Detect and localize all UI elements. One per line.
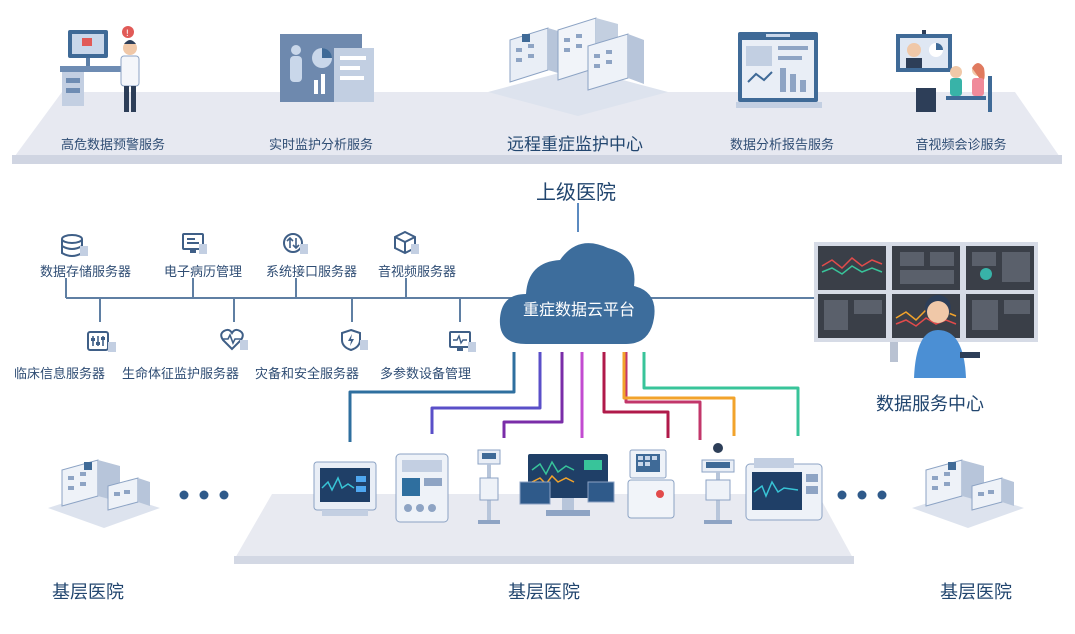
base-hospital-left-icon (48, 459, 160, 528)
report-screen-icon (736, 32, 822, 108)
ellipsis-dots-left (179, 490, 229, 500)
medical-record-monitor-icon (182, 233, 207, 254)
server-bottom-label-3: 多参数设备管理 (380, 367, 472, 382)
base-hospital-label-0: 基层医院 (52, 582, 124, 603)
top-service-label-1: 实时监护分析服务 (268, 138, 373, 153)
cloud-platform-shape (499, 243, 655, 344)
server-bottom-label-0: 临床信息服务器 (14, 367, 106, 382)
svg-text:!: ! (126, 29, 130, 39)
heart-pulse-icon (220, 328, 248, 351)
drip-pole-icon (701, 443, 735, 524)
upper-hospital-label: 上级医院 (536, 180, 616, 204)
server-top-label-0: 数据存储服务器 (40, 265, 132, 280)
base-hospital-label-1: 基层医院 (508, 582, 580, 603)
top-service-label-4: 音视频会诊服务 (915, 138, 1007, 153)
ellipsis-dots-right (837, 490, 887, 500)
iv-stand-icon (477, 449, 501, 524)
base-hospital-right-icon (912, 459, 1024, 528)
shield-bolt-icon (341, 328, 368, 352)
top-service-label-2: 远程重症监护中心 (507, 135, 643, 155)
top-service-label-0: 高危数据预警服务 (60, 138, 165, 153)
base-hospital-label-2: 基层医院 (940, 582, 1012, 603)
database-icon (61, 234, 88, 257)
video-cube-icon (394, 230, 419, 255)
ventilator-icon (627, 449, 675, 519)
server-top-label-1: 电子病历管理 (164, 265, 243, 280)
patient-monitor-icon (313, 461, 377, 516)
central-monitor-station-icon (519, 454, 615, 516)
cloud-platform-label: 重症数据云平台 (522, 300, 635, 319)
monitor-wall-icon (814, 242, 1038, 378)
video-consultation-icon (896, 30, 992, 112)
hospital-buildings-icon (488, 17, 668, 116)
top-platform (12, 92, 1062, 164)
server-top-label-2: 系统接口服务器 (266, 265, 358, 280)
server-bottom-label-2: 灾备和安全服务器 (255, 367, 360, 382)
interface-arrows-icon (283, 233, 308, 254)
top-service-label-3: 数据分析报告服务 (729, 138, 834, 153)
doctor-desk-alert-icon: ! (60, 26, 140, 112)
body-monitor-board-icon (280, 34, 374, 102)
device-monitor-icon (449, 331, 476, 352)
server-bottom-label-1: 生命体征监护服务器 (122, 367, 240, 382)
server-top-label-3: 音视频服务器 (378, 265, 457, 280)
ecg-machine-icon (745, 458, 823, 521)
control-sliders-icon (87, 331, 116, 352)
data-center-label: 数据服务中心 (876, 394, 984, 415)
infusion-pump-icon (395, 453, 449, 523)
